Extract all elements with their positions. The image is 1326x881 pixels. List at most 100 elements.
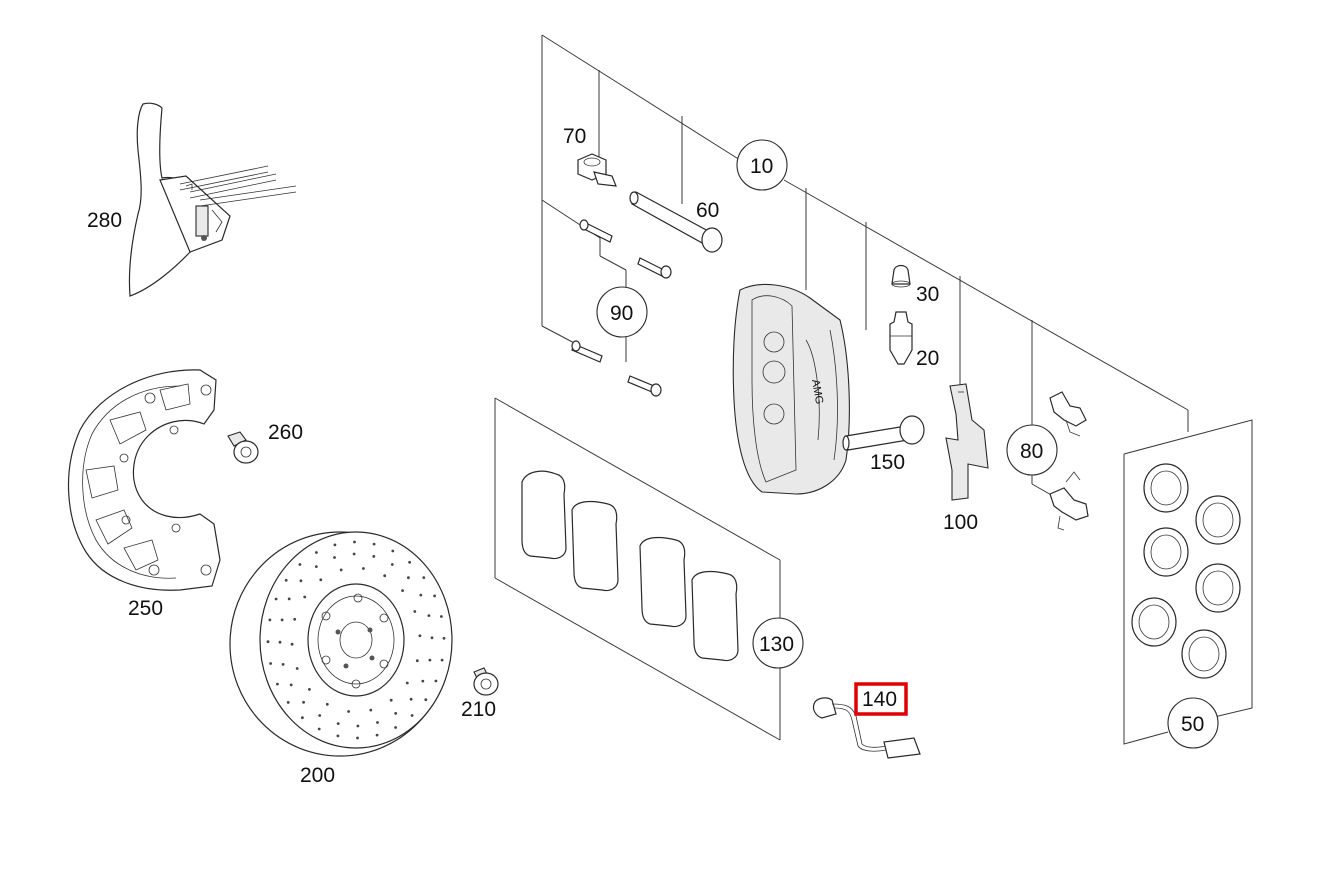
label-70: 70 — [563, 125, 586, 148]
disc-hole — [276, 682, 279, 686]
disc-hole — [333, 556, 336, 559]
part-70-plug[interactable] — [577, 153, 617, 187]
disc-hole — [442, 636, 446, 640]
disc-hole — [266, 640, 270, 644]
disc-hole — [407, 576, 410, 580]
disc-hole — [293, 617, 297, 621]
part-60-bolt[interactable] — [629, 191, 723, 253]
part-280-cooling-duct[interactable] — [128, 102, 297, 297]
disc-hole — [389, 698, 393, 702]
part-30-cap[interactable] — [891, 264, 911, 288]
disc-hole — [401, 589, 404, 592]
disc-hole — [286, 701, 290, 704]
disc-hole — [303, 595, 307, 599]
label-60: 60 — [696, 199, 719, 222]
disc-hole — [274, 597, 278, 601]
disc-hole — [372, 555, 376, 558]
label-80: 80 — [1020, 440, 1043, 463]
disc-hole — [394, 726, 397, 729]
disc-hole — [336, 734, 340, 738]
disc-hole — [428, 658, 432, 662]
part-200-brake-disc[interactable] — [229, 531, 453, 757]
label-260: 260 — [268, 421, 303, 444]
label-200: 200 — [300, 764, 335, 787]
disc-hole — [290, 642, 294, 646]
disc-hole — [319, 578, 323, 582]
disc-hole — [317, 727, 321, 731]
disc-hole — [315, 551, 318, 554]
disc-hole — [356, 736, 359, 740]
svg-text:AMG: AMG — [809, 378, 825, 405]
disc-hole — [336, 722, 340, 725]
part-80-clips[interactable] — [1049, 391, 1089, 531]
disc-hole — [353, 540, 356, 544]
disc-hole — [410, 714, 414, 717]
part-50-seal-kit[interactable]: 50 — [1123, 419, 1253, 749]
part-260-screw[interactable] — [227, 431, 259, 464]
disc-hole — [375, 733, 379, 737]
disc-hole — [422, 576, 426, 579]
disc-hole — [269, 662, 272, 665]
disc-hole — [314, 565, 318, 568]
part-150-bolt[interactable] — [842, 415, 925, 451]
disc-hole — [391, 549, 395, 553]
part-130-brake-pads[interactable]: 130 — [494, 397, 804, 741]
label-50: 50 — [1181, 713, 1204, 736]
disc-hole — [281, 663, 285, 666]
disc-hole — [369, 708, 373, 712]
disc-hole — [390, 563, 394, 566]
label-150: 150 — [870, 451, 905, 474]
seal-rings — [1131, 463, 1241, 679]
disc-hole — [413, 610, 417, 613]
disc-hole — [440, 658, 444, 662]
part-20-bleeder[interactable] — [889, 311, 913, 365]
disc-hole — [394, 712, 398, 715]
disc-hole — [280, 618, 284, 622]
callout-10[interactable]: 10 — [736, 139, 788, 191]
label-100: 100 — [943, 511, 978, 534]
label-130: 130 — [759, 633, 794, 656]
disc-hole — [430, 636, 434, 640]
brake-caliper[interactable]: AMG — [732, 283, 850, 495]
disc-hole — [434, 679, 438, 683]
disc-hole — [308, 688, 311, 691]
label-30: 30 — [916, 283, 939, 306]
part-140-wear-sensor[interactable] — [812, 697, 921, 759]
disc-hole — [405, 681, 409, 685]
disc-hole — [302, 700, 305, 704]
disc-hole — [356, 724, 360, 728]
callout-90[interactable]: 90 — [596, 286, 648, 338]
disc-hole — [408, 560, 411, 564]
label-210: 210 — [461, 698, 496, 721]
disc-hole — [347, 710, 350, 713]
disc-hole — [268, 618, 272, 622]
part-250-dust-shield[interactable] — [67, 369, 221, 591]
label-250: 250 — [128, 597, 163, 620]
disc-drill-holes — [266, 540, 446, 740]
disc-hole — [318, 714, 322, 717]
part-210-screw[interactable] — [473, 667, 499, 696]
disc-hole — [333, 543, 337, 547]
disc-hole — [299, 579, 303, 583]
highlight-box-140 — [854, 682, 908, 716]
label-10: 10 — [750, 155, 773, 178]
disc-hole — [284, 578, 288, 582]
disc-hole — [376, 721, 379, 724]
disc-hole — [383, 574, 387, 578]
disc-hole — [421, 679, 425, 683]
label-20: 20 — [916, 347, 939, 370]
disc-hole — [418, 634, 422, 638]
disc-hole — [301, 716, 304, 720]
part-90-screws[interactable] — [571, 219, 672, 397]
disc-hole — [415, 659, 419, 663]
disc-hole — [278, 640, 282, 644]
label-280: 280 — [87, 209, 122, 232]
callout-80[interactable]: 80 — [1006, 424, 1058, 476]
part-100-spring-plate[interactable] — [945, 383, 989, 501]
disc-hole — [427, 614, 431, 617]
disc-hole — [289, 683, 293, 687]
disc-hole — [298, 563, 302, 566]
disc-hole — [424, 698, 428, 702]
disc-hole — [433, 594, 436, 598]
